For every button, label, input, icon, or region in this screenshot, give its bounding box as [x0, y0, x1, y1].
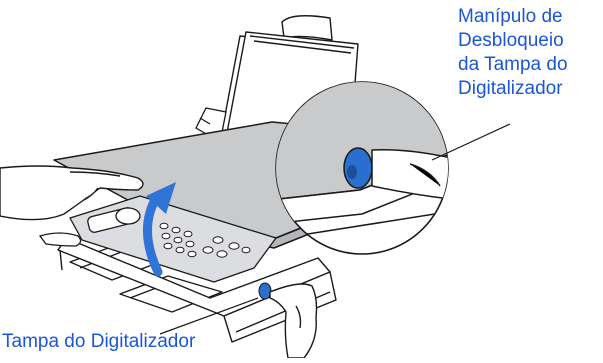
left-thumb: [40, 233, 81, 246]
scanner-cover-callout: Tampa do Digitalizador: [2, 330, 195, 354]
release-lever-callout-line: Manípulo de: [458, 5, 600, 29]
release-lever-callout-line: Desbloqueio: [458, 29, 600, 53]
release-lever-callout-line: Digitalizador: [458, 77, 600, 101]
release-lever-callout-line: da Tampa do: [458, 53, 600, 77]
lever-icon: [259, 283, 271, 299]
